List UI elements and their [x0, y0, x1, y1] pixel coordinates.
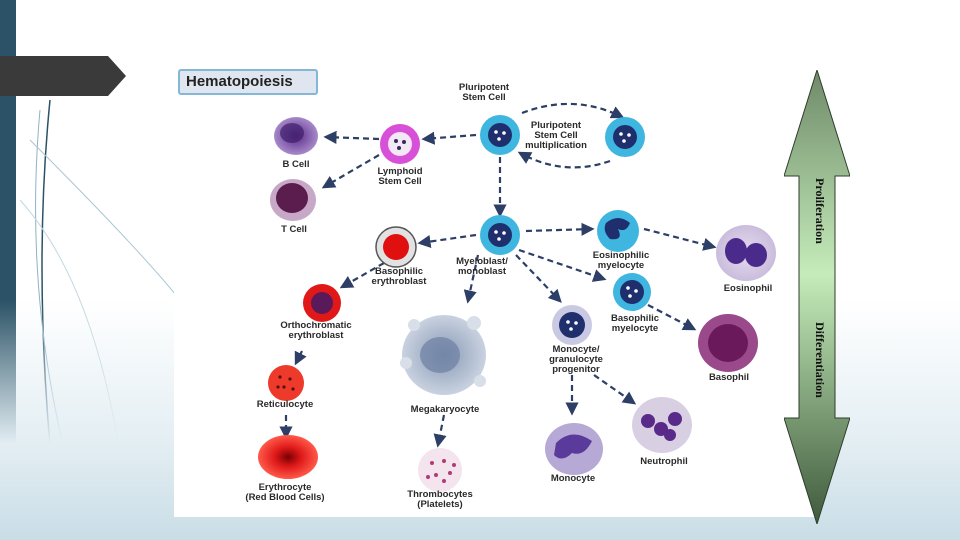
- basophilic-myelocyte-cell: [613, 273, 651, 311]
- arrow-lymphoid-to-tcell: [321, 154, 380, 189]
- label-myeloblast: Myeloblast/ monoblast: [456, 256, 508, 277]
- arrow-myeloblast-to-erythroblast: [417, 233, 477, 249]
- pluripotent-stem-cell: [480, 115, 520, 155]
- label-monocyte: Monocyte: [550, 473, 596, 484]
- monocyte-image: [545, 423, 603, 475]
- proliferation-label: Proliferation: [813, 178, 827, 244]
- arrow-myeloblast-to-basophilic: [518, 248, 607, 282]
- multiplication-stem-cell: [605, 117, 645, 157]
- slide-title-tab: [0, 56, 126, 96]
- eosinophilic-myelocyte-cell: [597, 210, 639, 252]
- label-eosinophilic-myelocyte: Eosinophilic myelocyte: [592, 250, 650, 271]
- proliferation-differentiation-double-arrow: [784, 70, 850, 524]
- label-basophil: Basophil: [708, 372, 750, 383]
- label-neutrophil: Neutrophil: [640, 456, 688, 467]
- label-b-cell: B Cell: [282, 159, 310, 170]
- monocyte-progenitor-cell: [552, 305, 592, 345]
- label-eosinophil: Eosinophil: [723, 283, 773, 294]
- basophilic-erythroblast-cell: [375, 226, 417, 268]
- label-pluripotent-stem-cell: Pluripotent Stem Cell: [458, 82, 510, 103]
- label-megakaryocyte: Megakaryocyte: [410, 404, 480, 415]
- label-lymphoid-stem-cell: Lymphoid Stem Cell: [377, 166, 423, 187]
- diagram-title: Hematopoiesis: [178, 69, 318, 95]
- myeloblast-cell: [480, 215, 520, 255]
- arrow-group: [279, 102, 717, 448]
- label-t-cell: T Cell: [281, 224, 307, 235]
- arrow-multiplication-to-stem: [517, 151, 611, 169]
- arrow-progenitor-to-neutrophil: [593, 374, 637, 405]
- label-stem-cell-multiplication: Pluripotent Stem Cell multiplication: [525, 120, 587, 151]
- thrombocytes-image: [418, 448, 462, 492]
- lymphoid-stem-cell: [380, 124, 420, 164]
- label-reticulocyte: Reticulocyte: [256, 399, 314, 410]
- arrow-eosinophilic-to-eosinophil: [643, 227, 717, 251]
- eosinophil-image: [716, 225, 776, 281]
- reticulocyte-cell: [268, 365, 304, 401]
- arrow-myeloblast-to-eosinophilic: [525, 222, 595, 236]
- basophil-image: [698, 314, 758, 372]
- label-monocyte-progenitor: Monocyte/ granulocyte progenitor: [549, 344, 603, 375]
- arrow-stem-to-lymphoid: [421, 131, 477, 145]
- neutrophil-image: [632, 397, 692, 453]
- differentiation-label: Differentiation: [813, 322, 827, 398]
- label-orthochromatic-erythroblast: Orthochromatic erythroblast: [280, 320, 352, 341]
- b-cell-image: [274, 117, 318, 155]
- arrow-myeloblast-to-monocyte: [515, 254, 562, 303]
- arrow-lymphoid-to-bcell: [323, 130, 380, 144]
- arrow-orthochromatic-to-reticulocyte: [294, 350, 307, 366]
- arrow-megakaryocyte-to-platelets: [433, 414, 447, 448]
- megakaryocyte-image: [400, 315, 486, 395]
- label-basophilic-myelocyte: Basophilic myelocyte: [610, 313, 660, 334]
- arrow-stem-to-multiplication: [521, 102, 625, 119]
- orthochromatic-erythroblast-cell: [303, 284, 341, 322]
- t-cell-image: [270, 179, 316, 221]
- hematopoiesis-diagram: Hematopoiesis Pluripotent Stem Cell Plur…: [174, 65, 814, 517]
- erythrocyte-image: [258, 435, 318, 479]
- label-thrombocytes: Thrombocytes (Platelets): [407, 489, 473, 510]
- arrow-myeloblast-to-megakaryocyte: [463, 254, 480, 304]
- label-basophilic-erythroblast: Basophilic erythroblast: [371, 266, 427, 287]
- arrow-erythroblast-to-orthochromatic: [339, 262, 385, 289]
- label-erythrocyte: Erythrocyte (Red Blood Cells): [245, 482, 325, 503]
- arrow-basophilic-to-basophil: [647, 304, 697, 331]
